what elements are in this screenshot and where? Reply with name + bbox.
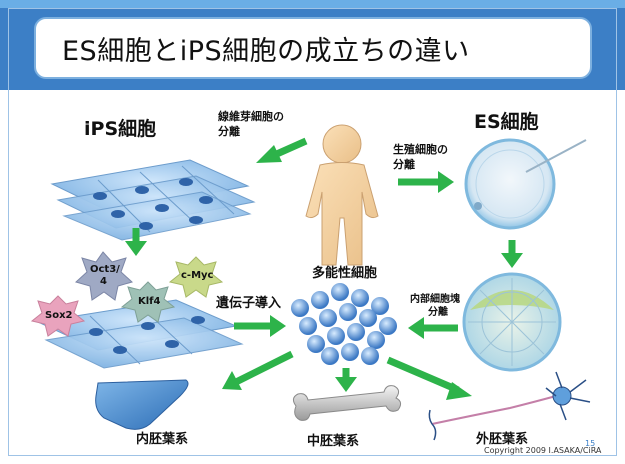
ectoderm-label: 外胚葉系 <box>476 432 529 447</box>
endoderm-label: 内胚葉系 <box>136 432 189 447</box>
oct34-label-2: 4 <box>100 276 107 287</box>
reprogrammed-sheet-icon <box>36 299 244 369</box>
mesoderm-label: 中胚葉系 <box>307 434 360 449</box>
es-cell-label: ES細胞 <box>474 111 539 133</box>
gene-transfer-label: 遺伝子導入 <box>216 296 282 311</box>
slide-title: ES細胞とiPS細胞の成立ちの違い <box>62 36 470 67</box>
germ-cell-isolation-label-1: 生殖細胞の <box>393 143 448 156</box>
arrow-gene-transfer <box>234 315 286 337</box>
arrows <box>125 137 523 400</box>
bone-icon <box>292 385 402 421</box>
arrow-to-ectoderm <box>386 356 472 400</box>
oct34-star-icon <box>74 251 134 301</box>
oct34-label-1: Oct3/ <box>90 264 120 275</box>
pluripotent-cell-label: 多能性細胞 <box>312 266 378 281</box>
inner-cell-mass-label-2: 分離 <box>428 307 448 318</box>
klf4-label: Klf4 <box>138 296 161 307</box>
arrow-fibroblast-down <box>125 228 147 256</box>
liver-icon <box>95 379 189 430</box>
arrow-human-to-fibroblast <box>256 137 308 163</box>
inner-cell-mass-label-1: 内部細胞塊 <box>410 294 460 305</box>
arrow-to-mesoderm <box>335 368 357 392</box>
sox2-star-icon <box>30 295 86 337</box>
klf4-star-icon <box>120 281 176 323</box>
arrow-inner-cell-mass <box>408 317 458 339</box>
fibroblast-sheet-icon <box>50 159 256 241</box>
copyright-text: Copyright 2009 I.ASAKA/CiRA <box>484 446 602 455</box>
fibroblast-isolation-label-2: 分離 <box>218 125 240 138</box>
pluripotent-cluster-icon <box>291 283 397 365</box>
neuron-icon <box>428 371 591 441</box>
egg-cell-icon <box>464 138 587 230</box>
cmyc-star-icon <box>168 256 224 298</box>
arrow-to-endoderm <box>222 350 294 390</box>
arrow-human-to-egg <box>398 171 454 193</box>
germ-cell-isolation-label-2: 分離 <box>393 158 415 171</box>
cmyc-label: c-Myc <box>181 270 214 281</box>
page-number: 15 <box>585 439 596 448</box>
human-figure-icon <box>305 124 379 266</box>
ips-cell-label: iPS細胞 <box>84 118 157 140</box>
sox2-label: Sox2 <box>45 310 73 321</box>
blastocyst-icon <box>462 272 562 372</box>
fibroblast-isolation-label-1: 線維芽細胞の <box>218 110 284 123</box>
title-box <box>34 17 592 79</box>
arrow-egg-down <box>501 240 523 268</box>
